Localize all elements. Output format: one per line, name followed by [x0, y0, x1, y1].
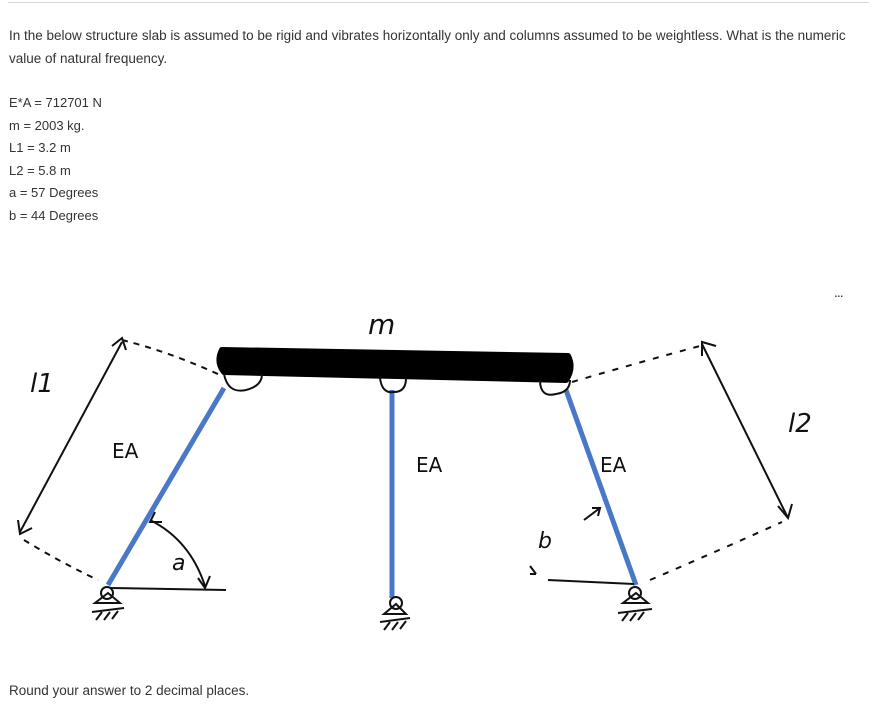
hinge-middle-top: [379, 377, 407, 394]
length-label-l2: l2: [788, 409, 812, 439]
hinge-left-top: [223, 373, 263, 392]
question-text: In the below structure slab is assumed t…: [9, 28, 846, 66]
param-angle-a: a = 57 Degrees: [9, 185, 99, 200]
dimension-l2: [571, 340, 793, 581]
param-angle-b: b = 44 Degrees: [9, 207, 99, 223]
angle-label-a: a: [172, 551, 185, 576]
support-left: [91, 586, 125, 621]
param-l2: L2 = 5.8 m: [9, 162, 71, 178]
angle-a-baseline: [109, 587, 227, 591]
ea-label-middle: EA: [416, 453, 443, 477]
support-middle: [379, 596, 411, 631]
right-column: [563, 389, 639, 586]
ea-label-left: EA: [112, 439, 139, 463]
parameter-list: E*A = 712701 N m = 2003 kg. L1 = 3.2 m L…: [9, 92, 102, 227]
left-column: [105, 386, 227, 587]
ellipsis-icon[interactable]: ...: [834, 284, 844, 300]
angle-label-b: b: [538, 529, 552, 554]
param-l1: L1 = 3.2 m: [9, 140, 71, 155]
length-label-l1: l1: [30, 369, 54, 399]
dimension-l1: [17, 336, 221, 581]
mass-label: m: [368, 308, 395, 341]
angle-b-arrow: [583, 507, 602, 521]
top-divider: [8, 2, 869, 3]
param-ea: E*A = 712701 N: [9, 95, 102, 110]
hinge-right-top: [539, 379, 571, 396]
ea-label-right: EA: [600, 453, 627, 477]
support-right: [617, 586, 653, 622]
angle-a-arc: [149, 519, 206, 587]
structure-figure: m EA EA EA l1 l2 a b: [17, 308, 812, 631]
angle-b-baseline: [547, 579, 635, 585]
rigid-slab: [216, 347, 574, 383]
instruction-text: Round your answer to 2 decimal places.: [9, 683, 250, 698]
param-mass: m = 2003 kg.: [9, 117, 85, 133]
